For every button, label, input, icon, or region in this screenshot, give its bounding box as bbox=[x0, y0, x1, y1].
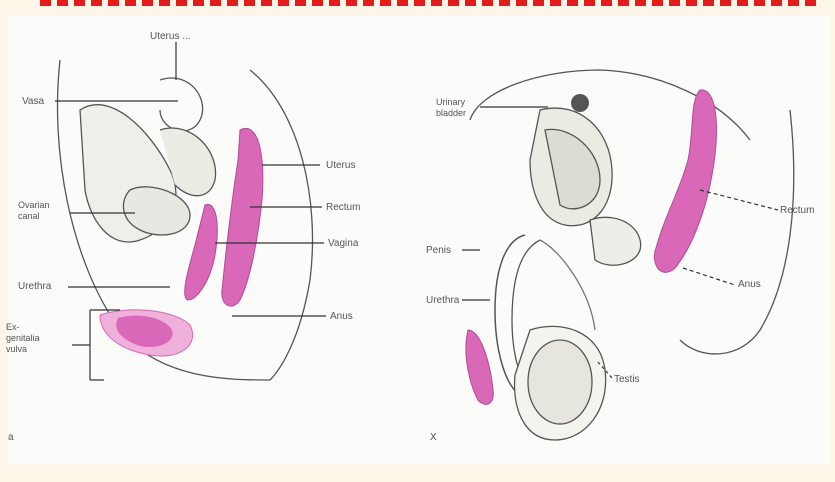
label-urethra-right: Urethra bbox=[426, 295, 459, 306]
label-anus-left: Anus bbox=[330, 311, 353, 322]
label-urinary-bladder: Urinary bladder bbox=[436, 97, 466, 119]
label-uterus-right: Uterus bbox=[326, 160, 355, 171]
panel-mark-left: a bbox=[8, 432, 14, 443]
label-testis: Testis bbox=[614, 374, 640, 385]
label-uterus-top: Uterus ... bbox=[150, 31, 191, 42]
label-external-genitalia: Ex- genitalia vulva bbox=[6, 322, 40, 355]
bladder-dark-spot bbox=[571, 94, 589, 112]
label-vasa: Vasa bbox=[22, 96, 44, 107]
intestine-loop bbox=[160, 78, 203, 131]
urethra-loop bbox=[540, 240, 595, 330]
penis-pink bbox=[466, 330, 493, 404]
panel-mark-right: X bbox=[430, 432, 437, 443]
label-penis: Penis bbox=[426, 245, 451, 256]
label-vagina: Vagina bbox=[328, 238, 358, 249]
label-urethra-left: Urethra bbox=[18, 281, 51, 292]
label-anus-right: Anus bbox=[738, 279, 761, 290]
rectum-pink-right bbox=[654, 90, 716, 272]
testis-shape bbox=[528, 340, 592, 424]
prostate-right bbox=[590, 217, 641, 265]
label-ovarian-canal: Ovarian canal bbox=[18, 200, 50, 222]
label-rectum-left: Rectum bbox=[326, 202, 360, 213]
label-rectum-right: Rectum bbox=[780, 205, 814, 216]
rectum-pink bbox=[222, 128, 263, 306]
